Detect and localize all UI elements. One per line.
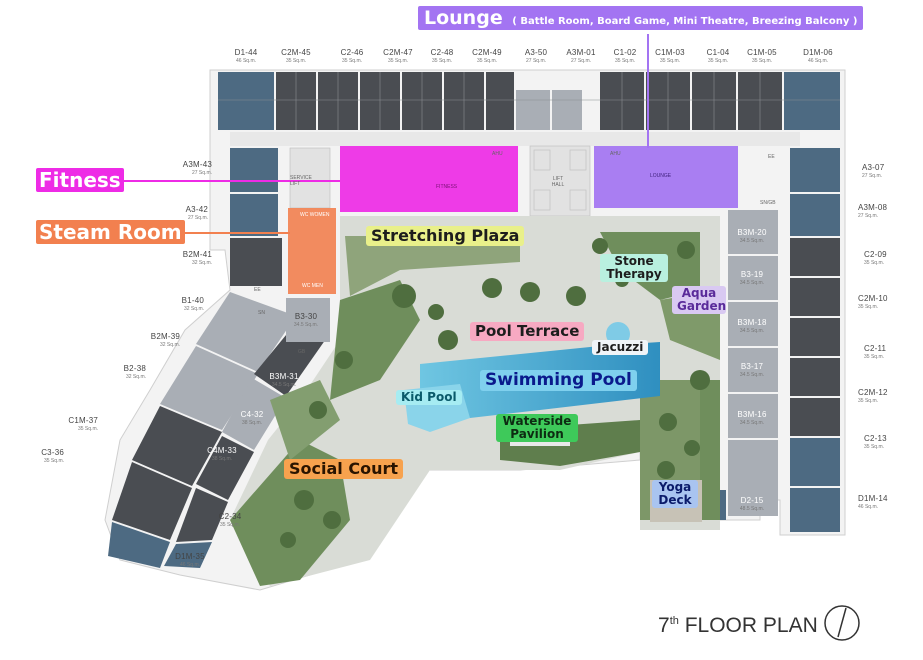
lounge-name: Lounge xyxy=(424,7,503,29)
stone-therapy-label: Stone Therapy xyxy=(600,254,668,283)
trees xyxy=(280,238,710,548)
top-corridor xyxy=(230,132,800,146)
kid-pool-label: Kid Pool xyxy=(396,390,462,406)
fitness-inner-label: FITNESS xyxy=(436,184,458,190)
jacuzzi-label: Jacuzzi xyxy=(592,340,649,356)
fitness-room xyxy=(340,146,518,212)
ee-label-left: EE xyxy=(254,287,261,293)
inner-right-units xyxy=(704,210,778,520)
service-lift-label: SERVICE LIFT xyxy=(290,175,312,187)
top-units xyxy=(218,72,840,130)
ahu-label-fitness: AHU xyxy=(492,151,503,157)
wc-men-label: WC MEN xyxy=(302,283,323,289)
b3-30-unit xyxy=(286,298,330,342)
compass-icon xyxy=(824,605,860,641)
steam-room-callout: Steam Room xyxy=(36,220,185,244)
lift-core-left xyxy=(289,147,331,209)
ee-label-right: EE xyxy=(768,154,775,160)
lift-core-center xyxy=(529,145,591,217)
social-court-label: Social Court xyxy=(284,459,403,479)
wc-women-label: WC WOMEN xyxy=(300,212,330,218)
floor-number: 7 xyxy=(658,614,670,637)
lounge-details: ( Battle Room, Board Game, Mini Theatre,… xyxy=(512,16,858,27)
sn-label: SN xyxy=(258,310,265,316)
aqua-garden-label: Aqua Garden xyxy=(672,286,726,315)
steam-room-area xyxy=(288,208,336,294)
floor-ordinal: th xyxy=(669,615,679,627)
lounge-room xyxy=(594,146,738,208)
lounge-title: Lounge ( Battle Room, Board Game, Mini T… xyxy=(418,6,864,30)
lift-hall-label: LIFT HALL xyxy=(551,176,565,188)
stretching-plaza-label: Stretching Plaza xyxy=(366,226,525,246)
fitness-callout: Fitness xyxy=(36,168,124,192)
floor-plan-title: 7th FLOOR PLAN xyxy=(658,614,818,638)
sn-gb-label: SN/GB xyxy=(760,200,776,206)
left-wing-units xyxy=(108,292,328,568)
yoga-deck-label: Yoga Deck xyxy=(652,480,698,509)
swimming-pool-label: Swimming Pool xyxy=(480,370,637,391)
ahu-label-lounge: AHU xyxy=(610,151,621,157)
right-units xyxy=(790,148,840,532)
left-units-upper xyxy=(230,148,282,286)
waterside-pavilion-label: Waterside Pavilion xyxy=(496,414,578,443)
pool-terrace-label: Pool Terrace xyxy=(470,322,585,341)
gb-label: GB xyxy=(298,349,306,355)
floor-plan-text: FLOOR PLAN xyxy=(678,614,818,637)
lounge-inner-label: LOUNGE xyxy=(650,173,672,179)
